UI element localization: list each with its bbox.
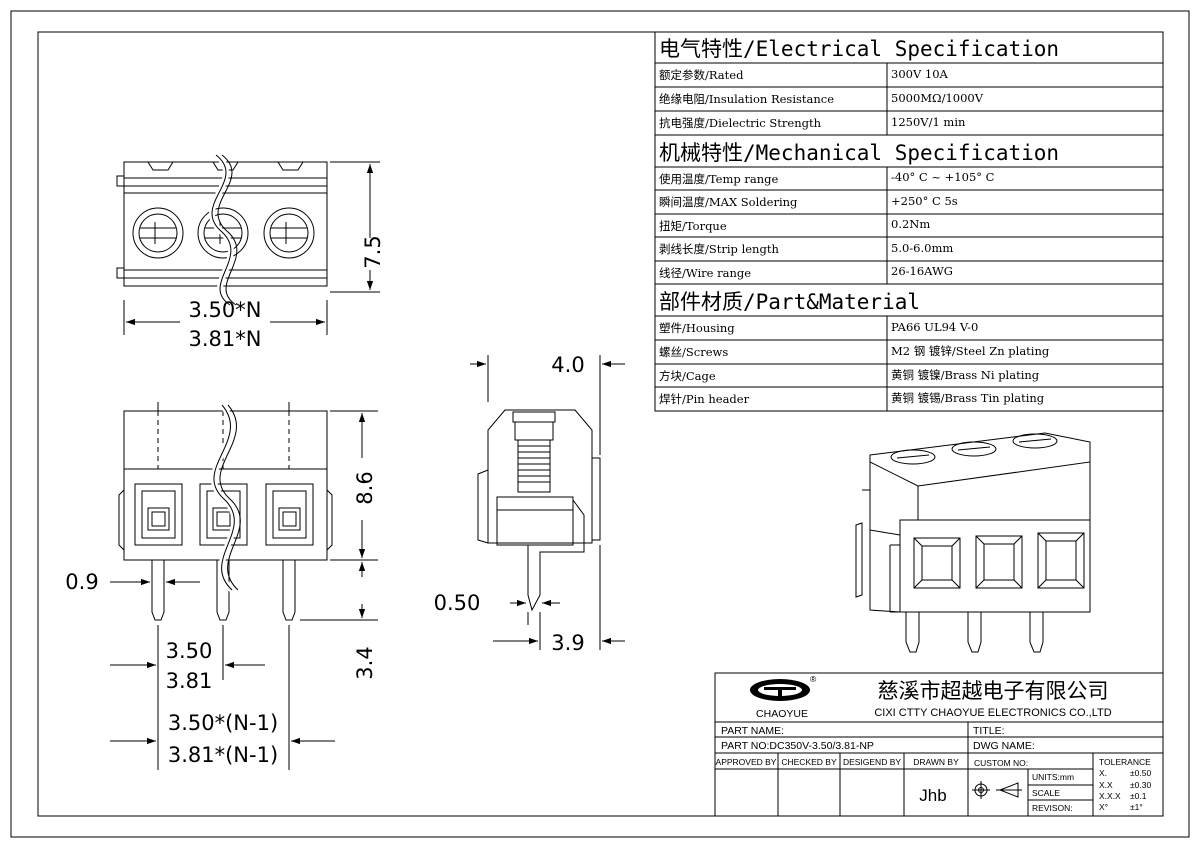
dim-pin-length: 3.4 [353, 646, 377, 679]
spec-label: 额定参数/Rated [659, 68, 744, 82]
electrical-title: 电气特性/Electrical Specification [659, 37, 1059, 61]
scale-label: SCALE [1032, 788, 1060, 798]
dim-pitch-n-381: 3.81*N [189, 327, 262, 351]
dwg-name-label: DWG NAME: [973, 740, 1035, 752]
spec-label: 螺丝/Screws [659, 345, 728, 359]
logo-text: CHAOYUE [756, 708, 808, 720]
spec-value: 26-16AWG [891, 264, 953, 278]
spec-label: 扭矩/Torque [659, 219, 727, 233]
designed-by-label: DESIGEND BY [843, 757, 901, 767]
spec-label: 抗电强度/Dielectric Strength [659, 116, 822, 130]
title-block [714, 672, 1164, 817]
tolerance-key: X° [1099, 802, 1108, 812]
break-line [217, 154, 238, 306]
custom-no-label: CUSTOM NO: [974, 758, 1028, 768]
drawn-by-label: DRAWN BY [913, 757, 959, 767]
revision-label: REVISON: [1032, 803, 1073, 813]
logo-registered-mark: ® [810, 674, 817, 684]
spec-label: 焊针/Pin header [659, 392, 750, 406]
tolerance-value: ±1° [1130, 802, 1143, 812]
tolerance-value: ±0.50 [1130, 768, 1151, 778]
break-line [219, 404, 241, 591]
dim-height-front: 8.6 [353, 471, 377, 504]
tolerance-key: X.X [1099, 780, 1113, 790]
drawn-by-value: Jhb [919, 786, 946, 805]
spec-label: 瞬间温度/MAX Soldering [659, 195, 798, 209]
spec-table [654, 31, 1164, 412]
spec-label: 塑件/Housing [659, 321, 735, 335]
company-name-en: CIXI CTTY CHAOYUE ELECTRONICS CO.,LTD [874, 707, 1111, 719]
spec-value: +250° C 5s [891, 194, 958, 208]
tolerance-value: ±0.30 [1130, 780, 1151, 790]
spec-value: M2 钢 镀锌/Steel Zn plating [891, 344, 1050, 358]
part-no-label: PART NO:DC350V-3.50/3.81-NP [721, 740, 874, 752]
dim-lines [470, 355, 625, 650]
spec-value: 黄铜 镀锡/Brass Tin plating [891, 391, 1045, 405]
spec-value: 黄铜 镀镍/Brass Ni plating [891, 368, 1040, 382]
company-name-cn: 慈溪市超越电子有限公司 [878, 679, 1109, 703]
units-label: UNITS:mm [1032, 772, 1074, 782]
spec-value: 1250V/1 min [891, 115, 966, 129]
spec-value: PA66 UL94 V-0 [891, 320, 978, 334]
dim-span-381: 3.81*(N-1) [168, 743, 278, 767]
spec-label: 剥线长度/Strip length [659, 242, 779, 256]
break-line [211, 154, 232, 306]
dim-pitch-381: 3.81 [166, 669, 213, 693]
dim-side-pin-offset: 3.9 [551, 631, 584, 655]
spec-value: 5.0-6.0mm [891, 241, 953, 255]
tolerance-key: X. [1099, 768, 1107, 778]
tolerance-title: TOLERANCE [1099, 757, 1151, 767]
dim-lines [110, 410, 378, 770]
company-logo: ® CHAOYUE [750, 674, 817, 720]
dim-side-pin-thickness: 0.50 [434, 591, 481, 615]
spec-label: 使用温度/Temp range [659, 172, 779, 186]
title-label: TITLE: [973, 725, 1005, 737]
tolerance-key: X.X.X [1099, 791, 1121, 801]
checked-by-label: CHECKED BY [781, 757, 837, 767]
spec-value: 0.2Nm [891, 217, 930, 231]
spec-label: 方块/Cage [659, 369, 716, 383]
break-line [213, 404, 235, 591]
isometric-view [855, 432, 1091, 653]
spec-label: 绝缘电阻/Insulation Resistance [659, 92, 834, 106]
dim-pitch-350: 3.50 [166, 639, 213, 663]
mechanical-title: 机械特性/Mechanical Specification [659, 141, 1059, 165]
dim-lines [123, 161, 380, 335]
projection-symbol-icon [972, 781, 1022, 799]
spec-label: 线径/Wire range [659, 266, 751, 280]
material-title: 部件材质/Part&Material [659, 290, 920, 314]
side-view [477, 409, 601, 612]
spec-value: 5000MΩ/1000V [891, 91, 984, 105]
dim-height-top: 7.5 [361, 235, 385, 268]
inner-border [37, 31, 1164, 817]
tolerance-value: ±0.1 [1130, 791, 1147, 801]
dim-side-depth: 4.0 [551, 353, 584, 377]
outer-border [10, 10, 1190, 838]
spec-value: -40° C ~ +105° C [891, 170, 995, 184]
dim-pitch-n-350: 3.50*N [189, 298, 262, 322]
spec-value: 300V 10A [891, 67, 949, 81]
part-name-label: PART NAME: [721, 725, 784, 737]
dim-pin-width: 0.9 [65, 570, 98, 594]
approved-by-label: APPROVED BY [716, 757, 777, 767]
dim-span-350: 3.50*(N-1) [168, 711, 278, 735]
